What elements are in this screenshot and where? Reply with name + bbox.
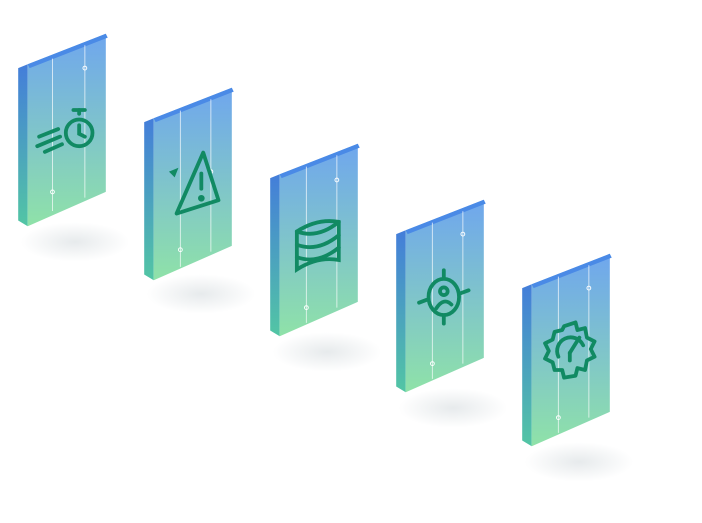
card-fast-stopwatch xyxy=(14,30,110,230)
card-shadow xyxy=(20,222,130,262)
card-warning xyxy=(140,84,236,284)
card-database xyxy=(266,140,362,340)
fast-stopwatch-icon xyxy=(35,108,95,154)
database-icon xyxy=(294,219,341,273)
pointer-icon xyxy=(168,167,179,178)
card-shadow xyxy=(398,388,508,428)
card-shadow xyxy=(146,274,256,314)
warning-triangle-icon xyxy=(174,150,221,216)
card-target-user xyxy=(392,196,488,396)
card-shadow xyxy=(524,442,634,482)
card-gear-gauge xyxy=(518,250,614,450)
target-user-icon xyxy=(417,268,471,326)
card-shadow xyxy=(272,332,382,372)
gear-gauge-icon xyxy=(543,320,597,380)
